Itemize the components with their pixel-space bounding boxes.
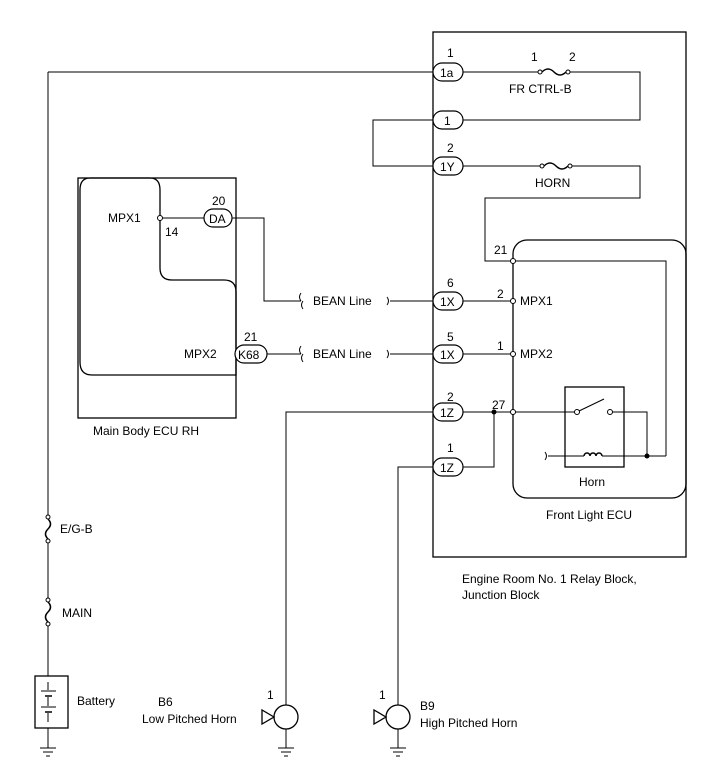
fl-ecu-terminal-mpx2 (510, 351, 516, 357)
bean-line-1-break-left (299, 292, 304, 310)
relay-block-outline (432, 31, 687, 558)
low-horn-icon (261, 704, 299, 730)
battery-box (34, 675, 69, 729)
fr-ctrl-b-pin-2: 2 (569, 50, 576, 64)
horn-fuse-wire-b (484, 165, 641, 262)
main-body-ecu-label: Main Body ECU RH (93, 424, 199, 438)
relay-block-label-line2: Junction Block (462, 588, 540, 602)
jumper-1-to-1y (372, 119, 433, 167)
main-body-ecu-mpx2: MPX2 (184, 347, 217, 361)
fr-ctrl-b-fuse-icon (541, 68, 567, 76)
connector-1y-label: 1Y (440, 160, 455, 174)
main-fuse-icon (44, 601, 52, 623)
c1a-pin: 1 (447, 46, 454, 60)
high-horn-pin: 1 (379, 688, 386, 702)
main-body-pin-14: 14 (165, 225, 179, 239)
bean-line-1-break-right (386, 296, 389, 306)
main-body-pin-20: 20 (212, 194, 226, 208)
horn-fuse-label: HORN (535, 176, 570, 190)
fr-ctrl-b-terminal-1 (537, 69, 543, 75)
c1z-a-pin: 2 (447, 390, 454, 404)
eg-b-fuse-icon (44, 518, 52, 540)
main-fuse-label: MAIN (62, 606, 92, 620)
horn-relay-contact-wire-out (612, 411, 648, 456)
fl-ecu-pin-1: 1 (497, 339, 504, 353)
connector-1a-label: 1a (440, 66, 454, 80)
eg-b-fuse-terminal-bottom (45, 538, 51, 544)
horn-relay-coil-break (544, 451, 547, 461)
low-horn-label: Low Pitched Horn (142, 712, 237, 726)
battery-icon (41, 682, 56, 722)
fl-ecu-terminal-mpx1 (510, 298, 516, 304)
low-horn-pin: 1 (267, 688, 274, 702)
c1x-a-pin: 6 (447, 276, 454, 290)
c1z-b-pin: 1 (447, 441, 454, 455)
horn-relay-label: Horn (579, 475, 605, 489)
connector-k68-label: K68 (238, 348, 260, 362)
front-light-ecu-outline (512, 239, 687, 499)
fl-ecu-mpx2: MPX2 (520, 347, 553, 361)
horn-relay-contact-a (574, 409, 580, 415)
battery-label: Battery (77, 694, 115, 708)
bean-line-1-label: BEAN Line (313, 294, 372, 308)
horn-relay-coil-icon (583, 452, 603, 457)
main-body-ecu-mpx1: MPX1 (108, 211, 141, 225)
horn-fuse-terminal-2 (567, 163, 573, 169)
low-horn-ground-icon (278, 747, 294, 757)
horn-relay-junction (644, 453, 650, 459)
high-horn-label: High Pitched Horn (420, 716, 517, 730)
horn-fuse-terminal-1 (539, 163, 545, 169)
bean-line-1-wire-a (232, 217, 301, 302)
pin-27-to-1z-b (463, 412, 495, 468)
low-horn-wire (285, 411, 433, 705)
connector-da-label: DA (209, 212, 226, 226)
fl-ecu-terminal-27 (510, 409, 516, 415)
horn-fuse-icon (543, 162, 569, 170)
high-horn-code: B9 (420, 699, 435, 713)
fl-ecu-pin-2: 2 (497, 287, 504, 301)
bean-line-2-break-right (386, 349, 389, 359)
low-horn-code: B6 (158, 695, 173, 709)
fr-ctrl-b-label: FR CTRL-B (509, 82, 572, 96)
fl-ecu-pin-27: 27 (492, 398, 506, 412)
connector-1x-a-label: 1X (440, 295, 455, 309)
main-body-ecu-inner-block (79, 177, 237, 376)
fr-ctrl-b-terminal-2 (565, 69, 571, 75)
fr-ctrl-b-pin-1: 1 (531, 50, 538, 64)
fl-ecu-pin-21: 21 (494, 243, 508, 257)
eg-b-fuse-terminal-top (45, 514, 51, 520)
battery-ground-icon (40, 747, 56, 757)
high-horn-ground-icon (390, 747, 406, 757)
connector-1z-a-label: 1Z (440, 406, 454, 420)
c1y-pin: 2 (447, 141, 454, 155)
connector-1-label: 1 (444, 114, 451, 128)
eg-b-fuse-label: E/G-B (60, 522, 93, 536)
horn-relay-switch-icon (578, 398, 605, 412)
connector-1x-b-label: 1X (440, 348, 455, 362)
main-fuse-terminal-bottom (45, 621, 51, 627)
main-body-pin-21: 21 (244, 330, 258, 344)
bean-line-2-label: BEAN Line (313, 347, 372, 361)
relay-block-label-line1: Engine Room No. 1 Relay Block, (462, 572, 637, 586)
c1x-b-pin: 5 (447, 330, 454, 344)
high-horn-icon (373, 704, 411, 730)
connector-1z-b-label: 1Z (440, 461, 454, 475)
high-horn-wire (397, 466, 433, 705)
horn-relay-contact-b (607, 409, 613, 415)
bean-line-2-break-left (299, 345, 304, 363)
fr-ctrl-b-wire-b (463, 71, 641, 121)
front-light-ecu-label: Front Light ECU (546, 508, 632, 522)
main-fuse-terminal-top (45, 597, 51, 603)
fl-ecu-mpx1: MPX1 (520, 294, 553, 308)
mpx1-terminal (157, 215, 163, 221)
fl-ecu-relay-coil-feed (515, 260, 667, 456)
fl-ecu-terminal-21 (510, 258, 516, 264)
horn-relay-box (564, 386, 625, 468)
